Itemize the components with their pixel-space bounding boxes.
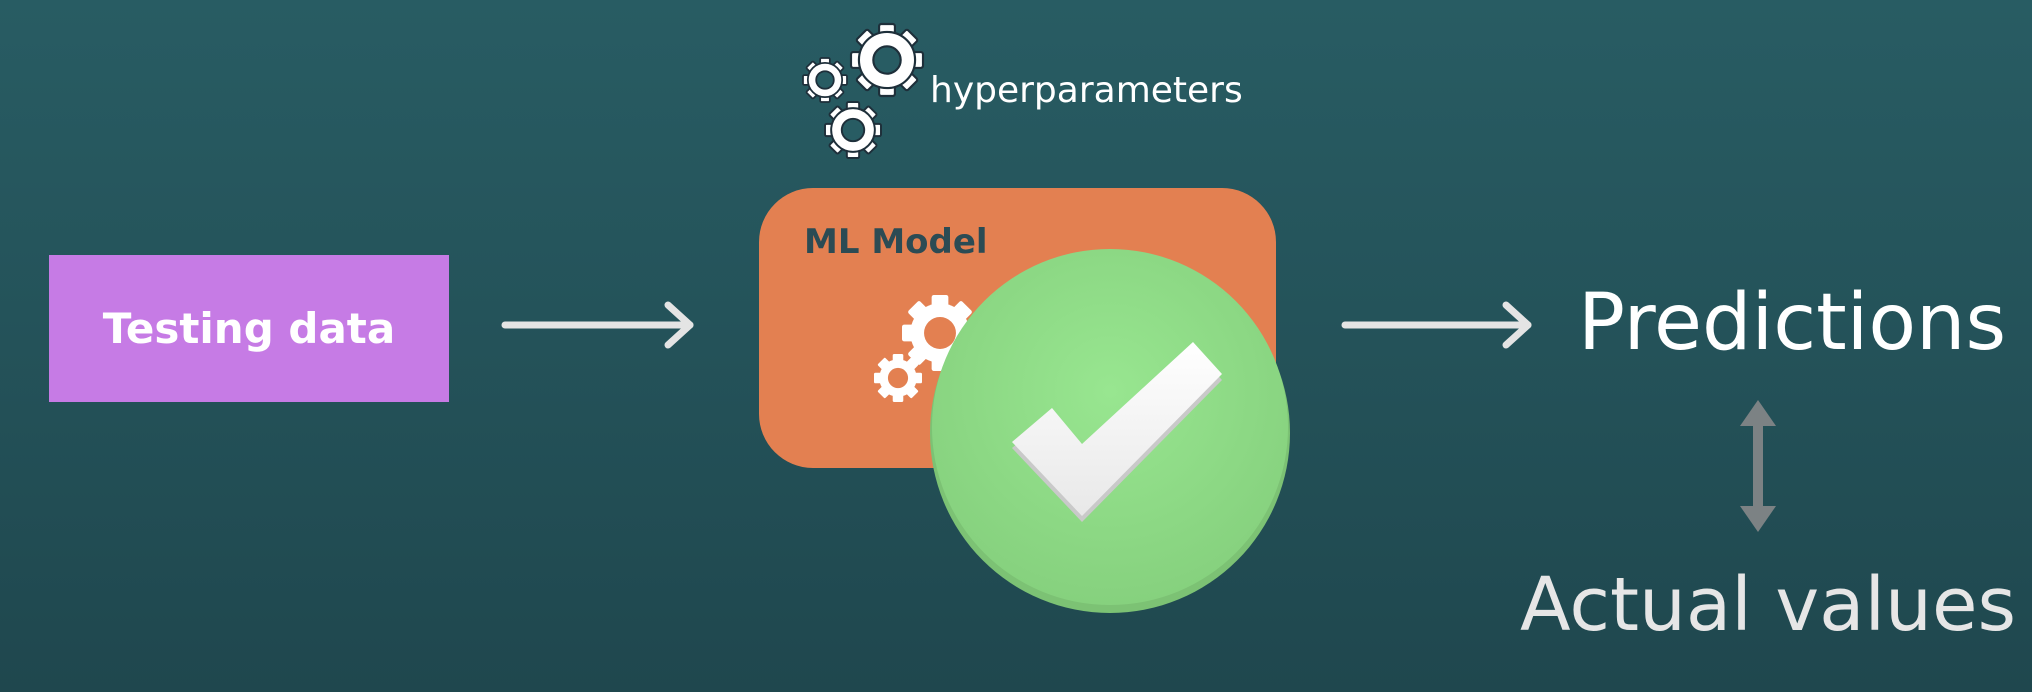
double-arrow-icon [1740,400,1776,532]
gear-icon [803,58,847,102]
ml-model-label: ML Model [804,222,988,262]
arrow-right-icon [501,301,694,349]
testing-data-label: Testing data [102,304,396,353]
check-circle [930,249,1290,613]
arrow-right-icon [1341,301,1532,349]
gear-icon [851,24,923,96]
hyperparameters-label: hyperparameters [930,70,1243,111]
predictions-label: Predictions [1578,278,2007,368]
gear-icon [902,295,978,371]
checkmark-icon [1012,342,1222,522]
gear-icon [825,102,881,158]
gear-icon [874,354,922,402]
actual-values-label: Actual values [1520,562,2017,648]
testing-data-box: Testing data [49,255,449,402]
